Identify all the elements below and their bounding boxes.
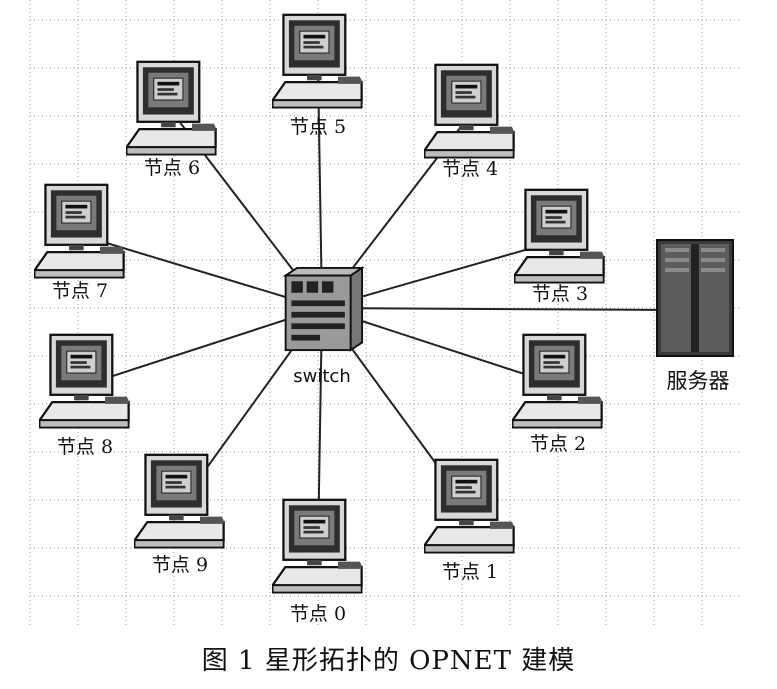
node-label: 节点 9 [152, 554, 208, 576]
computer-icon [424, 63, 515, 159]
server-icon [655, 238, 735, 358]
switch-node[interactable]: switch [284, 266, 364, 387]
computer-icon [39, 333, 130, 429]
computer-icon [514, 188, 605, 284]
node-label: 节点 4 [442, 158, 498, 180]
link-switch-8 [84, 307, 323, 386]
server-node[interactable]: 服务器 [655, 238, 735, 393]
node-label: 节点 3 [532, 283, 588, 305]
node-9[interactable]: 节点 9 [134, 453, 225, 576]
computer-icon [134, 453, 225, 549]
node-label: 节点 0 [290, 603, 346, 625]
computer-icon [34, 183, 125, 279]
node-label: 节点 1 [442, 561, 498, 583]
node-label: 节点 7 [52, 280, 108, 302]
computer-icon [512, 333, 603, 429]
switch-icon [284, 266, 364, 352]
node-2[interactable]: 节点 2 [512, 333, 603, 455]
node-4[interactable]: 节点 4 [424, 63, 515, 180]
node-label: 节点 6 [144, 157, 200, 179]
switch-label: switch [293, 366, 350, 387]
background-grid [29, 0, 740, 625]
node-3[interactable]: 节点 3 [514, 188, 605, 305]
computer-icon [272, 13, 363, 109]
nodes-layer: 节点 0 节点 1 节点 2 节点 3 节点 4 节点 5 节点 6 节点 7 节点 8 节点 9 [34, 13, 605, 625]
computer-icon [126, 60, 217, 156]
node-label: 节点 5 [290, 116, 346, 138]
node-6[interactable]: 节点 6 [126, 60, 217, 179]
server-label: 服务器 [667, 369, 730, 393]
figure-caption: 图 1 星形拓扑的 OPNET 建模 [201, 646, 576, 676]
node-1[interactable]: 节点 1 [424, 458, 515, 583]
node-5[interactable]: 节点 5 [272, 13, 363, 138]
computer-icon [424, 458, 515, 554]
computer-icon [272, 498, 363, 594]
node-label: 节点 2 [530, 433, 586, 455]
node-label: 节点 8 [57, 436, 113, 458]
link-switch-server [321, 307, 671, 311]
node-0[interactable]: 节点 0 [272, 498, 363, 625]
node-7[interactable]: 节点 7 [34, 183, 125, 302]
node-8[interactable]: 节点 8 [39, 333, 130, 458]
